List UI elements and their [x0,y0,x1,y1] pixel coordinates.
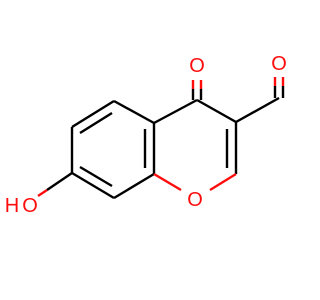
molecule-structure: O O O H O [5,53,287,217]
atom-hydroxyl-oxygen: O [22,195,38,217]
atom-ring-oxygen: O [187,189,203,211]
bond-c7-oh [46,172,73,191]
bond-oh-red [37,189,48,197]
bond-o1-c8a [153,172,182,192]
atom-carbonyl-oxygen: O [189,55,205,77]
bond-c8-c8a [113,172,155,200]
bond-c7-c8-inner [79,165,113,188]
atom-aldehyde-oxygen: O [271,53,287,75]
atom-hydroxyl-hydrogen: H [5,195,19,217]
bond-c4a-c5 [113,99,155,125]
bond-c4a-c4 [153,98,198,125]
bond-c5-c6 [71,99,115,129]
bond-c3-cho [235,96,280,124]
bond-c2-o1 [209,172,237,192]
bond-c5-c6-inner [79,111,113,135]
bond-c7-c8 [71,171,115,200]
bond-c4-c3 [196,98,237,124]
